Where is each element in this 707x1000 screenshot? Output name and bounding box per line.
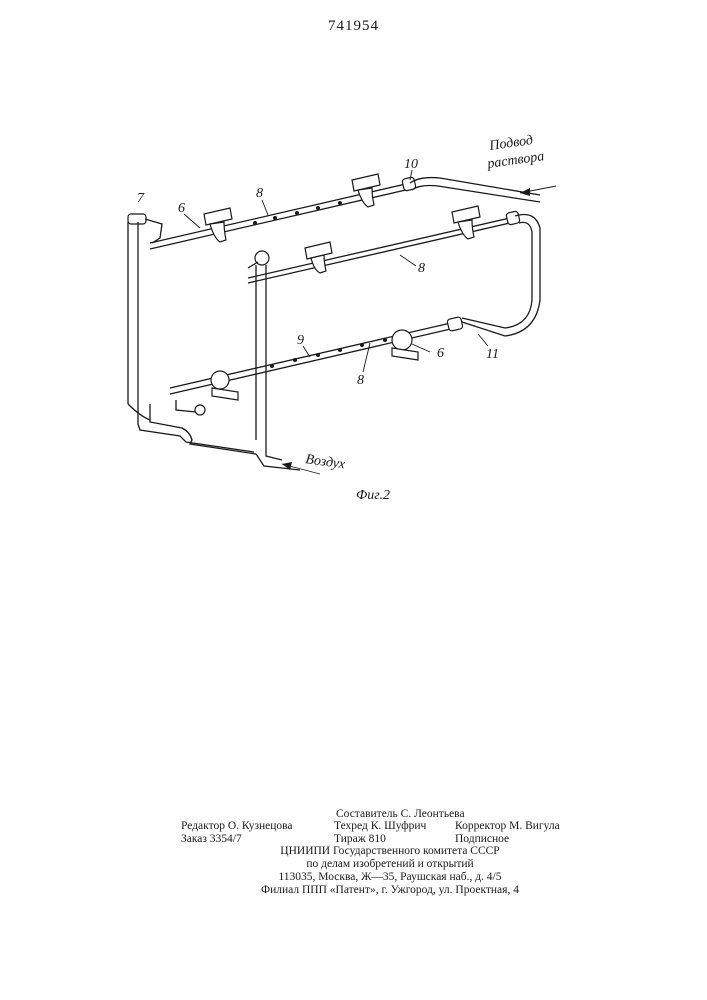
supply-pipe xyxy=(410,178,540,336)
publisher-block: ЦНИИПИ Государственного комитета СССР по… xyxy=(150,845,630,897)
crank-7 xyxy=(128,214,162,243)
editor: Редактор О. Кузнецова xyxy=(181,820,293,833)
figure-caption: Фиг.2 xyxy=(356,488,390,503)
leader-6-lower xyxy=(412,344,430,352)
org-line-3: 113035, Москва, Ж—35, Раушская наб., д. … xyxy=(150,871,630,884)
leader-8-middle xyxy=(400,255,416,266)
techred: Техред К. Шуфрич xyxy=(334,820,426,833)
label-6-lower: 6 xyxy=(437,346,444,361)
leader-8-lower xyxy=(363,343,370,372)
bracket-middle-right xyxy=(452,206,480,239)
bracket-middle-left xyxy=(305,242,332,273)
label-9: 9 xyxy=(297,333,304,348)
leader-9 xyxy=(303,346,310,357)
middle-spray-tube xyxy=(248,211,520,283)
label-10: 10 xyxy=(404,157,418,172)
org-line-2: по делам изобретений и открытий xyxy=(150,858,630,871)
label-6-upper: 6 xyxy=(178,201,185,216)
bracket-lower-left xyxy=(211,371,238,400)
air-frame xyxy=(128,222,300,470)
label-air: Воздух xyxy=(304,452,346,473)
leader-11 xyxy=(478,334,488,346)
leader-6-upper xyxy=(184,214,200,228)
label-7: 7 xyxy=(137,191,145,206)
leader-8-upper xyxy=(262,200,268,215)
label-8-upper: 8 xyxy=(256,186,263,201)
label-8-lower: 8 xyxy=(357,373,364,388)
label-11: 11 xyxy=(486,347,499,362)
org-line-4: Филиал ППП «Патент», г. Ужгород, ул. Про… xyxy=(150,884,630,897)
org-line-1: ЦНИИПИ Государственного комитета СССР xyxy=(150,845,630,858)
corrector: Корректор М. Вигула xyxy=(455,820,560,833)
label-8-middle: 8 xyxy=(418,261,425,276)
upper-spray-tube xyxy=(150,177,416,249)
